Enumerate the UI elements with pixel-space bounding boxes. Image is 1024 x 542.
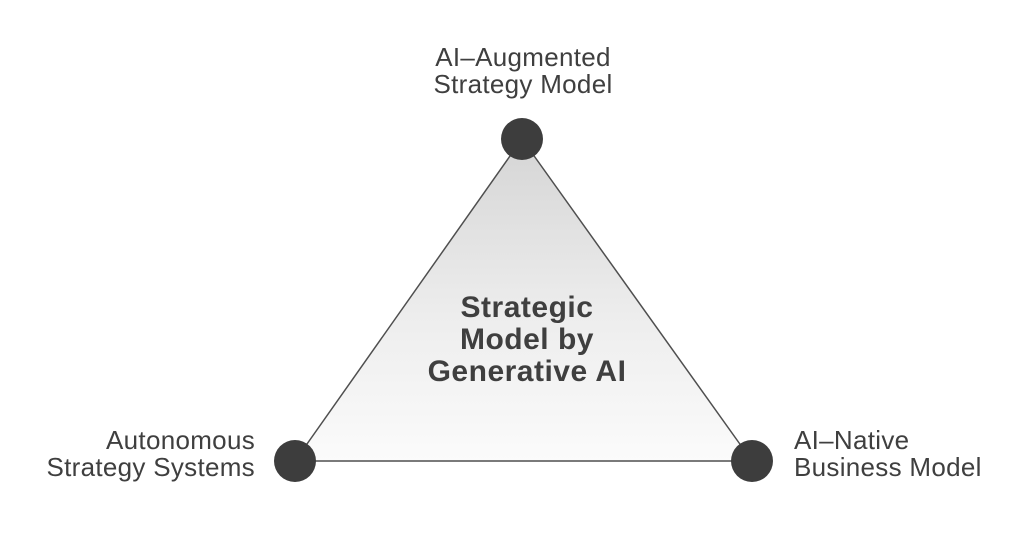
label-right-line1: AI–Native: [794, 425, 910, 455]
label-top-node: AI–Augmented Strategy Model: [433, 44, 612, 98]
label-right-node: AI–Native Business Model: [794, 427, 982, 481]
node-right-circle: [731, 440, 773, 482]
label-top-line1: AI–Augmented: [435, 42, 611, 72]
label-right-line2: Business Model: [794, 452, 982, 482]
label-left-line2: Strategy Systems: [46, 452, 255, 482]
label-top-line2: Strategy Model: [433, 69, 613, 99]
center-title-line3: Generative AI: [427, 355, 627, 388]
node-left-circle: [274, 440, 316, 482]
triangle-shape: [294, 138, 753, 462]
label-left-node: Autonomous Strategy Systems: [46, 427, 255, 481]
label-left-line1: Autonomous: [106, 425, 255, 455]
node-top-circle: [501, 118, 543, 160]
center-title: Strategic Model by Generative AI: [428, 292, 627, 388]
center-title-line1: Strategic: [460, 291, 594, 324]
center-title-line2: Model by: [459, 323, 594, 356]
